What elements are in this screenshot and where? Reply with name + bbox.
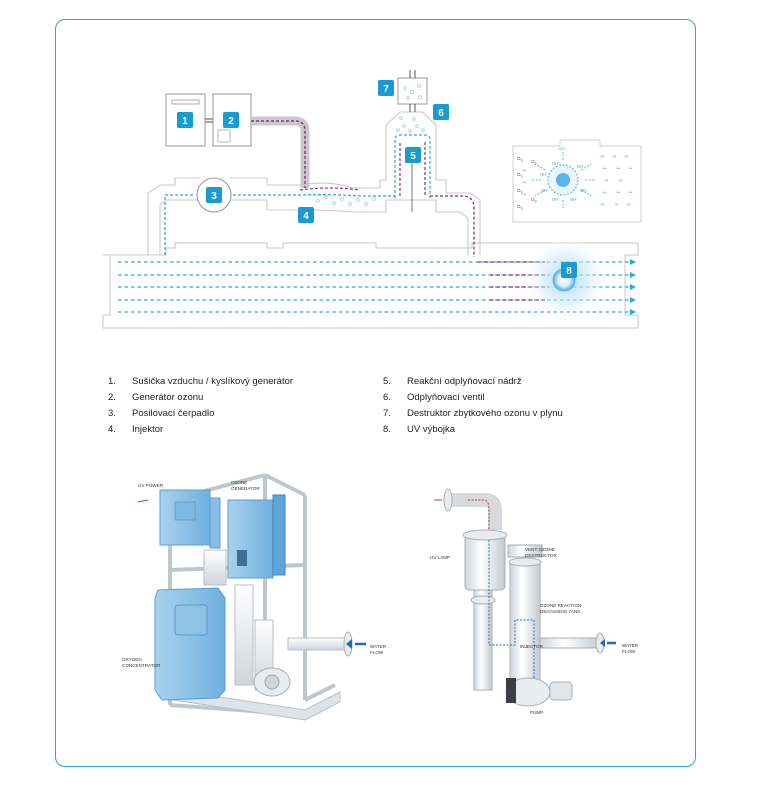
svg-text:O3: O3: [517, 204, 523, 211]
svg-text:OH-: OH-: [540, 171, 548, 178]
svg-text:OZONE: OZONE: [231, 480, 247, 485]
svg-text:⇒: ⇒: [614, 202, 618, 208]
svg-text:WATER: WATER: [622, 643, 639, 648]
legend-right: 5.Reakční odplyňovací nádrž 6.Odplyňovac…: [383, 376, 563, 435]
svg-text:⇒: ⇒: [600, 154, 604, 160]
label-ozone-generator: GENERATOR: [231, 486, 260, 491]
svg-text:⇒: ⇒: [628, 166, 632, 172]
badge-7: 7: [378, 80, 394, 96]
badge-2: 2: [223, 112, 239, 128]
tank-flow-up: [394, 134, 431, 198]
label-injector: INJECTOR: [520, 644, 544, 649]
svg-text:⇒: ⇒: [600, 202, 604, 208]
loop-water-flow: [164, 194, 195, 255]
svg-text:⇒: ⇒: [602, 166, 606, 172]
label-uv-lamp: UV LAMP: [430, 555, 450, 560]
svg-text:OH-: OH-: [577, 163, 585, 170]
label-pump: PUMP: [530, 710, 543, 715]
svg-text:⇒: ⇒: [522, 168, 526, 174]
label-vent-destructor: DESTRUCTOR: [525, 553, 558, 558]
oxygen-concentrator: [154, 587, 226, 701]
svg-text:⇒: ⇒: [522, 192, 526, 198]
svg-text:⇒: ⇒: [616, 190, 620, 196]
svg-text:1: 1: [182, 116, 188, 127]
svg-text:⇒: ⇒: [626, 202, 630, 208]
svg-text:O3: O3: [517, 156, 523, 163]
svg-text:O3: O3: [517, 172, 523, 179]
badge-1: 1: [177, 112, 193, 128]
svg-text:7: 7: [383, 84, 389, 95]
svg-text:4: 4: [303, 211, 309, 222]
badge-3: 3: [206, 187, 222, 203]
main-pipe-outline: [102, 242, 639, 329]
badge-6: 6: [433, 104, 449, 120]
svg-text:⇒: ⇒: [604, 178, 608, 184]
ozone-gas-line: [251, 120, 306, 188]
process-diagram: ⇒⇒⇒ ⇒⇒⇒ ⇒⇒ ⇒⇒⇒ ⇒⇒⇒ ⇒⇒⇒ O3 O3 O3 O3 O3 O3…: [102, 70, 642, 329]
svg-text:2: 2: [228, 116, 234, 127]
svg-text:⇒: ⇒: [628, 190, 632, 196]
svg-text:⇒: ⇒: [618, 178, 622, 184]
ozone-destructor-box: [397, 77, 428, 105]
label-degassing-tank: DEGASSING TANK: [540, 609, 581, 614]
svg-text:⇒: ⇒: [612, 154, 616, 160]
svg-text:⇒: ⇒: [522, 180, 526, 186]
svg-text:6: 6: [438, 108, 444, 119]
badge-5: 5: [405, 147, 421, 163]
svg-text:O3: O3: [531, 159, 537, 166]
label-water-flow-left: FLOW: [370, 650, 384, 655]
svg-text:OH-: OH-: [552, 196, 560, 203]
inset-molecules: O3 O3 O3 O3 O3 O3: [517, 156, 537, 211]
svg-text:OZONE REACTION: OZONE REACTION: [540, 603, 581, 608]
svg-text:⇒: ⇒: [624, 154, 628, 160]
svg-text:8: 8: [566, 266, 572, 277]
svg-text:⇒: ⇒: [602, 190, 606, 196]
label-uv-power: UV POWER: [138, 483, 164, 488]
reaction-inset-outline: [512, 139, 642, 223]
svg-text:OH-: OH-: [552, 160, 560, 167]
svg-text:WATER: WATER: [370, 644, 387, 649]
ozone-generator-cabinet: [227, 499, 274, 579]
svg-text:OH-: OH-: [580, 187, 588, 194]
svg-text:OH-: OH-: [570, 196, 578, 203]
inset-uv-lamp: [556, 173, 570, 187]
svg-text:H2O: H2O: [558, 147, 566, 151]
label-oxygen-concentrator: CONCENTRATOR: [122, 663, 161, 668]
svg-text:O3: O3: [517, 188, 523, 195]
skid-illustration-right: UV LAMP VENT OZONE DESTRUCTOR OZONE REAC…: [430, 488, 639, 715]
svg-text:⇒: ⇒: [616, 166, 620, 172]
svg-text:OH-: OH-: [541, 187, 549, 194]
svg-text:5: 5: [410, 151, 416, 162]
skid-illustration-left: UV POWER OZONE GENERATOR OXYGEN CONCENTR…: [122, 473, 387, 721]
svg-text:3: 3: [211, 191, 217, 202]
svg-text:VENT OZONE: VENT OZONE: [525, 547, 555, 552]
legend-left: 1.Sušička vzduchu / kyslíkový generátor …: [108, 376, 294, 435]
svg-text:OXYGEN: OXYGEN: [122, 657, 142, 662]
label-water-flow-right: FLOW: [622, 649, 636, 654]
svg-text:O3: O3: [531, 197, 537, 204]
uv-lamp-chamber: [464, 534, 506, 591]
badge-8: 8: [561, 262, 577, 278]
badge-4: 4: [298, 207, 314, 223]
